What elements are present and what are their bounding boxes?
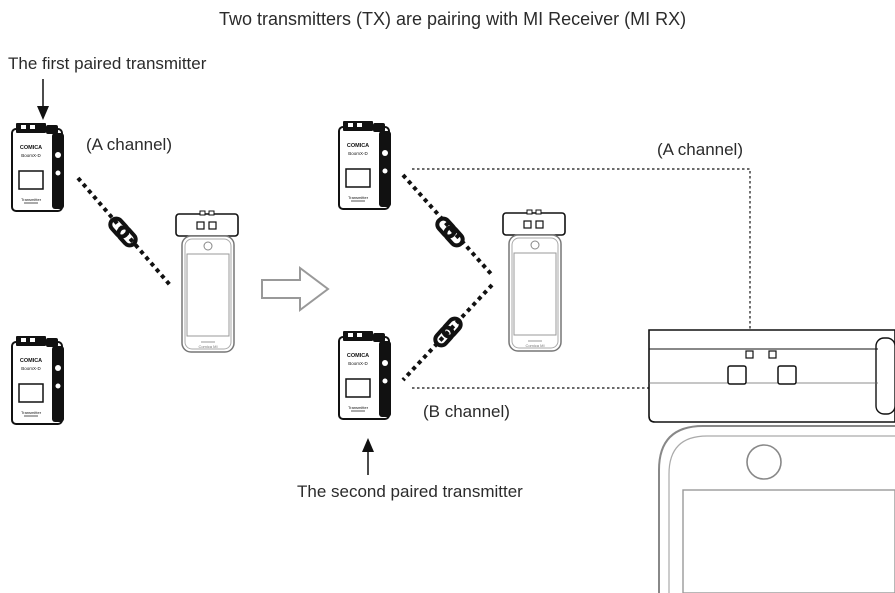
- brand-text: COMICA: [20, 145, 42, 151]
- b-channel-label: (B channel): [423, 402, 510, 421]
- progress-arrow-icon: [261, 266, 330, 312]
- a-channel-label-right: (A channel): [657, 140, 743, 159]
- brand-text: COMICA: [20, 358, 42, 364]
- arrow-second-transmitter: [362, 438, 374, 475]
- second-paired-label: The second paired transmitter: [297, 482, 523, 501]
- transmitter-text: Transmitter: [21, 197, 42, 202]
- pairing-link-left: [76, 176, 172, 287]
- phone-with-receiver-middle: [502, 209, 566, 352]
- model-text: BoomX-D: [21, 153, 41, 158]
- model-text: BoomX-D: [348, 151, 368, 156]
- transmitter-text: Transmitter: [348, 195, 369, 200]
- pairing-link-a: [401, 173, 494, 277]
- arrow-first-transmitter: [37, 79, 49, 120]
- phone-label-0: Comica MI: [198, 344, 217, 349]
- first-paired-label: The first paired transmitter: [8, 54, 207, 73]
- brand-text: COMICA: [347, 353, 369, 359]
- model-text: BoomX-D: [348, 361, 368, 366]
- chain-link-icon-a: [432, 214, 468, 250]
- transmitter-text-0: COMICA BoomX-D Transmitter: [20, 145, 42, 202]
- diagram-title: Two transmitters (TX) are pairing with M…: [219, 9, 687, 29]
- phone-label-1: Comica MI: [525, 343, 544, 348]
- transmitter-text-2: COMICA BoomX-D Transmitter: [347, 143, 369, 200]
- brand-text: COMICA: [347, 143, 369, 149]
- a-channel-label-left: (A channel): [86, 135, 172, 154]
- callout-line-a-channel: [412, 168, 751, 352]
- enlarged-phone: [658, 425, 895, 593]
- transmitter-text: Transmitter: [348, 405, 369, 410]
- chain-link-icon: [105, 214, 141, 250]
- transmitter-text: Transmitter: [21, 410, 42, 415]
- transmitter-text-3: COMICA BoomX-D Transmitter: [347, 353, 369, 410]
- transmitter-text-1: COMICA BoomX-D Transmitter: [20, 358, 42, 415]
- enlarged-receiver: [648, 329, 895, 423]
- phone-with-receiver-left: [175, 210, 239, 353]
- pairing-link-b: [401, 283, 494, 382]
- model-text: BoomX-D: [21, 366, 41, 371]
